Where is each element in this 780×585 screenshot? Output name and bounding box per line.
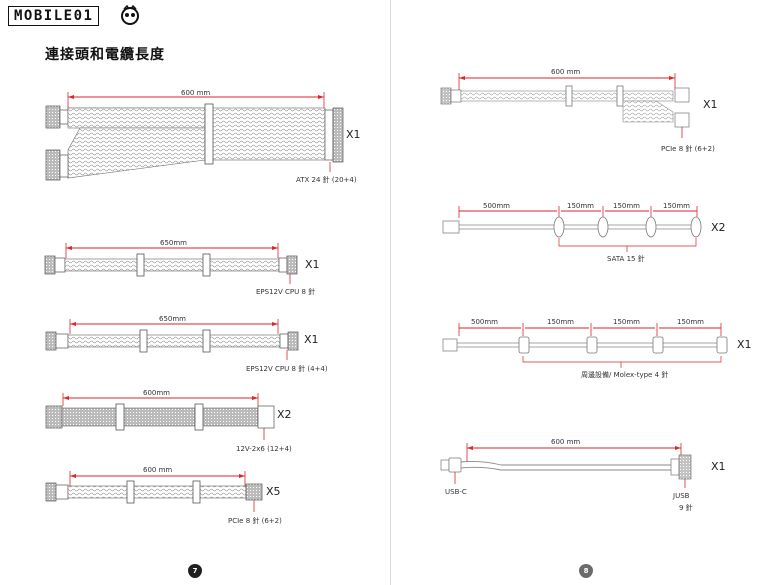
atx24-cable xyxy=(45,92,344,181)
page-left: MOBILE01 連接頭和電纜長度 xyxy=(8,4,361,578)
usb-count: X1 xyxy=(711,460,726,473)
eps12v-44-length: 650mm xyxy=(159,315,186,323)
molex-cable xyxy=(442,323,728,368)
sata-label: SATA 15 針 xyxy=(607,255,645,263)
page-number-badge-right: 8 xyxy=(579,564,593,578)
molex-segment-1: 500mm xyxy=(471,318,498,326)
molex-segment-4: 150mm xyxy=(677,318,704,326)
eps12v-count: X1 xyxy=(305,258,320,271)
brand-logo[interactable]: MOBILE01 xyxy=(8,6,100,26)
sata-segment-4: 150mm xyxy=(663,202,690,210)
pcie8-length: 600 mm xyxy=(143,466,173,474)
sata-count: X2 xyxy=(711,221,726,234)
atx24-label: ATX 24 針 (20+4) xyxy=(296,176,357,184)
usb-c-label: USB-C xyxy=(445,488,467,496)
pcie8-splitter-label: PCIe 8 針 (6+2) xyxy=(661,145,715,153)
molex-segment-2: 150mm xyxy=(547,318,574,326)
jusb-label: JUSB xyxy=(673,492,690,500)
page-number-badge: 7 xyxy=(188,564,202,578)
page-title: 連接頭和電纜長度 xyxy=(45,47,165,63)
brand-logo-text: MOBILE01 xyxy=(14,8,94,24)
owl-logo-icon xyxy=(121,4,139,25)
12v-2x6-count: X2 xyxy=(277,408,292,421)
eps12v-cable xyxy=(44,243,298,284)
sata-cable xyxy=(442,206,702,252)
eps12v-44-count: X1 xyxy=(304,333,319,346)
eps12v-44-label: EPS12V CPU 8 針 (4+4) xyxy=(246,365,328,373)
12v-2x6-label: 12V-2x6 (12+4) xyxy=(236,445,292,453)
page-right: 600 mm X1 PCIe 8 針 (6+2) 500mm 150mm 150… xyxy=(390,0,780,585)
pcie8-splitter-count: X1 xyxy=(703,98,718,111)
sata-segment-3: 150mm xyxy=(613,202,640,210)
12v-2x6-length: 600mm xyxy=(143,389,170,397)
pcie8-splitter-cable xyxy=(440,73,690,138)
pcie8-label: PCIe 8 針 (6+2) xyxy=(228,517,282,525)
eps12v-length: 650mm xyxy=(160,239,187,247)
usb-length: 600 mm xyxy=(551,438,581,446)
pcie8-cable xyxy=(45,471,263,512)
molex-segment-3: 150mm xyxy=(613,318,640,326)
left-cable-diagrams xyxy=(44,92,344,512)
molex-label: 周邊設備/ Molex-type 4 針 xyxy=(581,371,669,379)
atx24-length: 600 mm xyxy=(181,89,211,97)
molex-count: X1 xyxy=(737,338,752,351)
12v-2x6-cable xyxy=(45,393,275,440)
right-cable-diagrams xyxy=(440,73,728,488)
pcie8-count: X5 xyxy=(266,485,281,498)
jusb-pin-label: 9 針 xyxy=(679,504,693,512)
atx24-count: X1 xyxy=(346,128,361,141)
pcie8-splitter-length: 600 mm xyxy=(551,68,581,76)
sata-segment-2: 150mm xyxy=(567,202,594,210)
sata-segment-1: 500mm xyxy=(483,202,510,210)
usb-cable xyxy=(440,443,692,488)
eps12v-44-cable xyxy=(45,319,299,360)
eps12v-label: EPS12V CPU 8 針 xyxy=(256,288,316,296)
